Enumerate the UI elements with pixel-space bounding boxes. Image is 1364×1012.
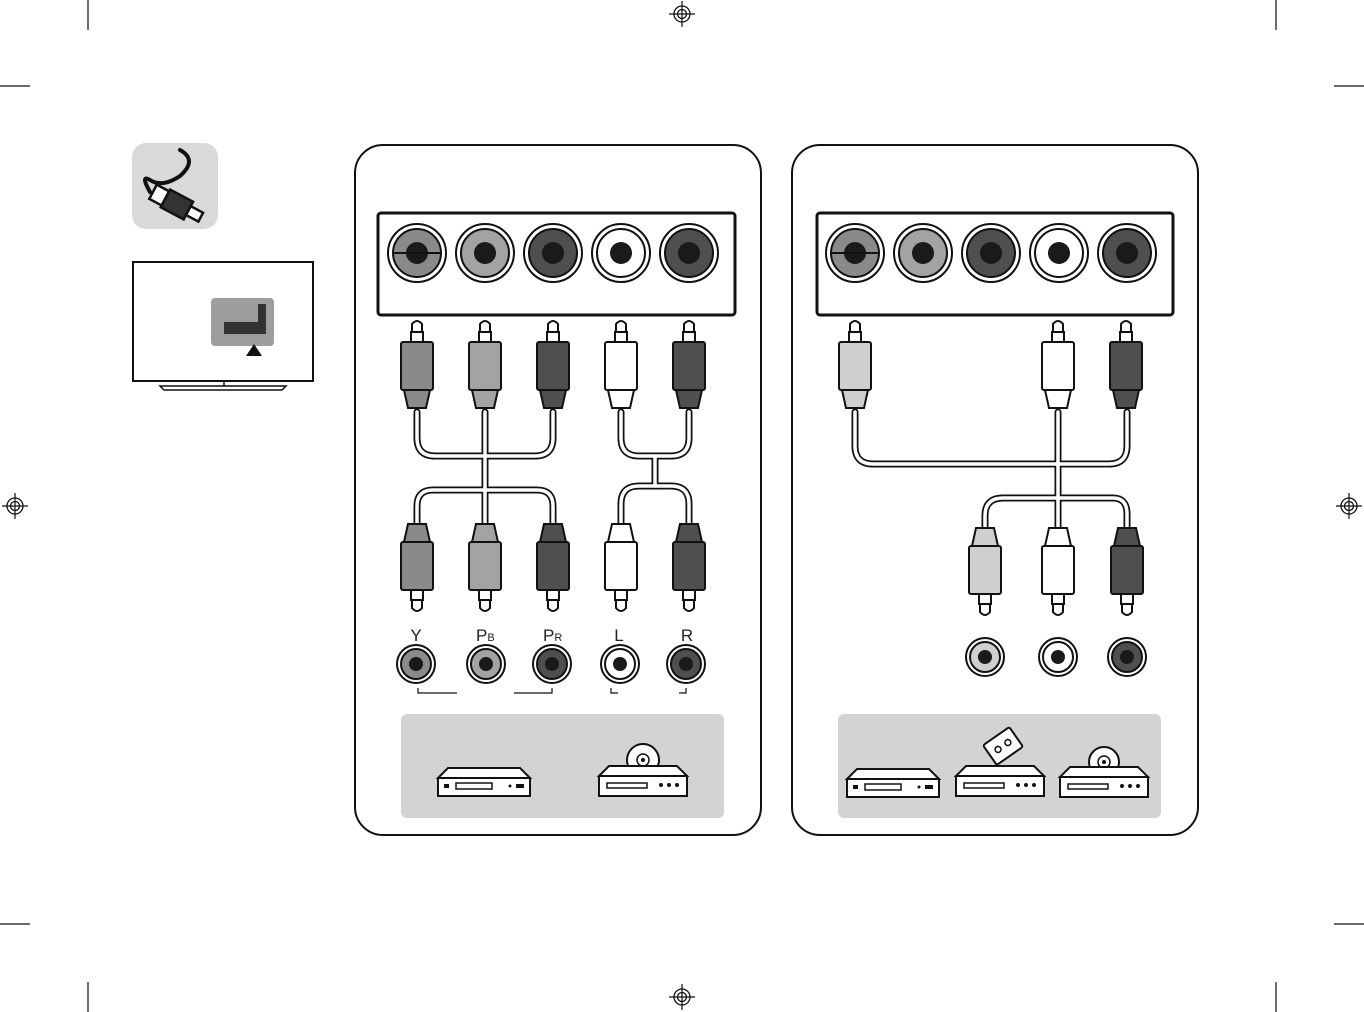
device-jack-pr [533, 645, 571, 683]
tv-jack-audio-r-2 [1098, 224, 1156, 282]
tv-jack-pr [524, 224, 582, 282]
label-y: Y [410, 626, 421, 645]
tv-jack-audio-l [592, 224, 650, 282]
tv-jack-audio-l-2 [1030, 224, 1088, 282]
device-jack-audio-r-2 [1108, 638, 1146, 676]
device-jack-y [397, 645, 435, 683]
tv-icon [133, 262, 313, 390]
dvd-player-icon [438, 768, 530, 796]
tv-jack-y [388, 224, 446, 282]
tv-jack-video-composite [826, 224, 884, 282]
label-r: R [681, 626, 693, 645]
device-jack-audio-l-2 [1039, 638, 1077, 676]
tv-jack-3 [962, 224, 1020, 282]
registration-mark-right [1336, 493, 1362, 519]
label-l: L [614, 626, 623, 645]
device-jack-audio-l [601, 645, 639, 683]
composite-connection-panel [792, 145, 1198, 835]
cable-icon [132, 143, 218, 229]
tv-jack-2 [894, 224, 952, 282]
device-jack-pb [467, 645, 505, 683]
device-jack-video [966, 638, 1004, 676]
registration-mark-left [2, 493, 28, 519]
component-connection-panel: Y PB PR L R [355, 145, 761, 835]
registration-mark-bottom [669, 984, 695, 1010]
tv-jack-audio-r [660, 224, 718, 282]
registration-mark-top [669, 1, 695, 27]
tv-jack-pb [456, 224, 514, 282]
device-jack-audio-r [667, 645, 705, 683]
dvd-player-icon [847, 769, 939, 797]
